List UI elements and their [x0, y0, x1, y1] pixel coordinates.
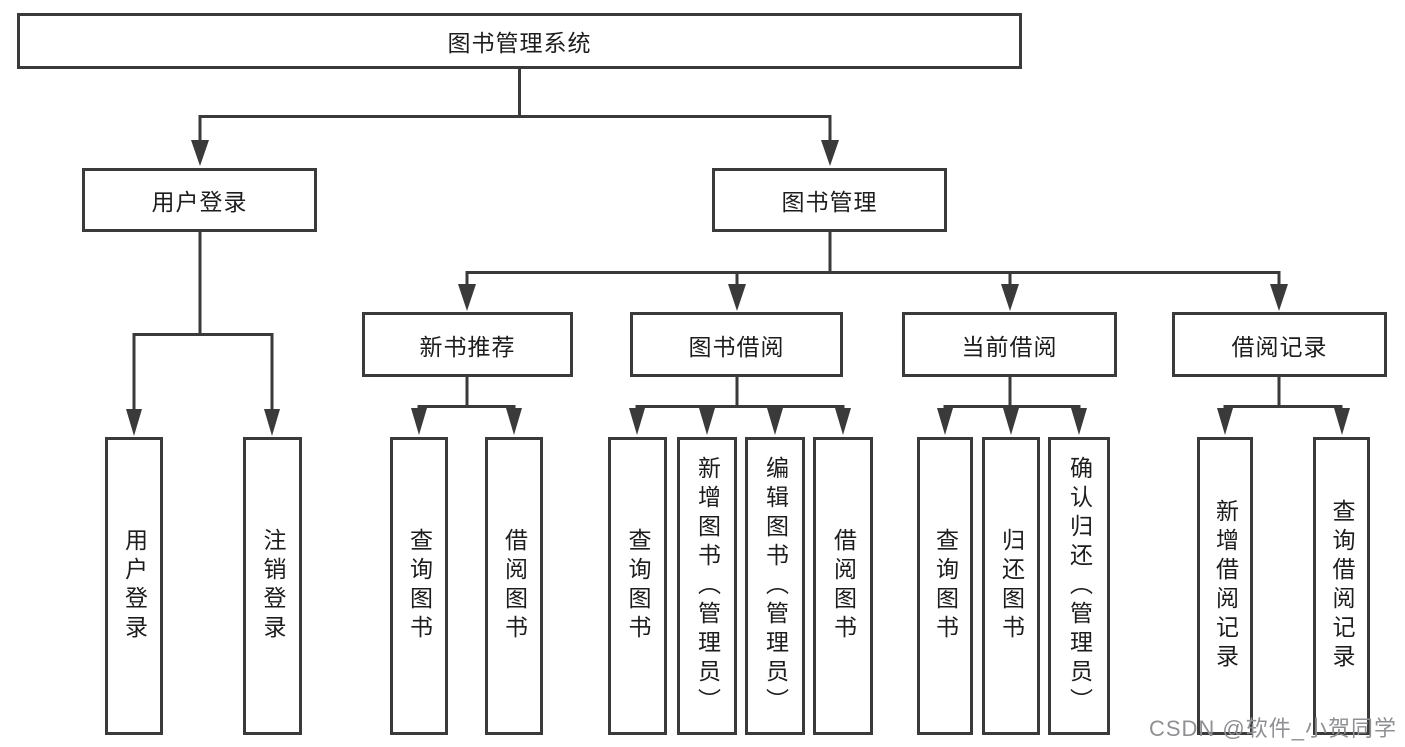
node-library-system: 图书管理系统 [17, 13, 1022, 69]
node-book-management-label: 图书管理 [781, 189, 878, 215]
leaf-query-books-3: 查询图书 [917, 437, 973, 735]
connector-root-to-level2 [191, 69, 839, 166]
leaf-logout: 注销登录 [243, 437, 302, 735]
leaf-user-login: 用户登录 [105, 437, 163, 735]
leaf-logout-label: 注销登录 [260, 528, 286, 644]
leaf-add-books-admin: 新增图书（管理员） [677, 437, 737, 735]
node-user-login-label: 用户登录 [151, 189, 248, 215]
node-borrow-records: 借阅记录 [1172, 312, 1387, 377]
leaf-query-books-3-label: 查询图书 [932, 528, 959, 644]
node-new-book-recommend-label: 新书推荐 [419, 333, 516, 360]
leaf-borrow-books-2: 借阅图书 [813, 437, 873, 735]
leaf-query-borrow-record-label: 查询借阅记录 [1329, 499, 1355, 673]
leaf-user-login-label: 用户登录 [121, 528, 148, 644]
leaf-query-books-2-label: 查询图书 [625, 528, 651, 644]
leaf-edit-books-admin: 编辑图书（管理员） [745, 437, 805, 735]
node-user-login: 用户登录 [82, 168, 317, 232]
leaf-borrow-books-2-label: 借阅图书 [830, 528, 857, 644]
node-current-borrow: 当前借阅 [902, 312, 1117, 377]
node-new-book-recommend: 新书推荐 [362, 312, 573, 377]
leaf-edit-books-admin-label: 编辑图书（管理员） [762, 455, 789, 717]
leaf-add-borrow-record-label: 新增借阅记录 [1212, 499, 1239, 673]
leaf-query-borrow-record: 查询借阅记录 [1313, 437, 1370, 735]
connector-borrow-records-children [1217, 377, 1350, 435]
connector-user-login-children [126, 232, 280, 436]
node-book-borrow-label: 图书借阅 [688, 333, 785, 360]
leaf-confirm-return-admin-label: 确认归还（管理员） [1066, 455, 1093, 717]
leaf-borrow-books-1: 借阅图书 [485, 437, 543, 735]
connector-new-books-children [411, 377, 522, 435]
leaf-return-books-label: 归还图书 [998, 528, 1025, 644]
node-current-borrow-label: 当前借阅 [961, 333, 1058, 360]
connector-book-borrow-children [629, 377, 851, 435]
node-borrow-records-label: 借阅记录 [1231, 333, 1328, 360]
node-library-system-label: 图书管理系统 [447, 30, 592, 56]
leaf-return-books: 归还图书 [982, 437, 1040, 735]
leaf-confirm-return-admin: 确认归还（管理员） [1048, 437, 1110, 735]
node-book-borrow: 图书借阅 [630, 312, 843, 377]
connector-book-mgmt-children [458, 232, 1288, 311]
leaf-query-books-1: 查询图书 [390, 437, 448, 735]
node-book-management: 图书管理 [712, 168, 947, 232]
csdn-watermark: CSDN @软件_小贺同学 [1148, 716, 1397, 741]
leaf-add-borrow-record: 新增借阅记录 [1197, 437, 1253, 735]
leaf-query-books-2: 查询图书 [608, 437, 667, 735]
leaf-add-books-admin-label: 新增图书（管理员） [694, 455, 721, 717]
connector-current-borrow-children [937, 377, 1087, 435]
leaf-borrow-books-1-label: 借阅图书 [501, 528, 528, 644]
leaf-query-books-1-label: 查询图书 [406, 528, 433, 644]
